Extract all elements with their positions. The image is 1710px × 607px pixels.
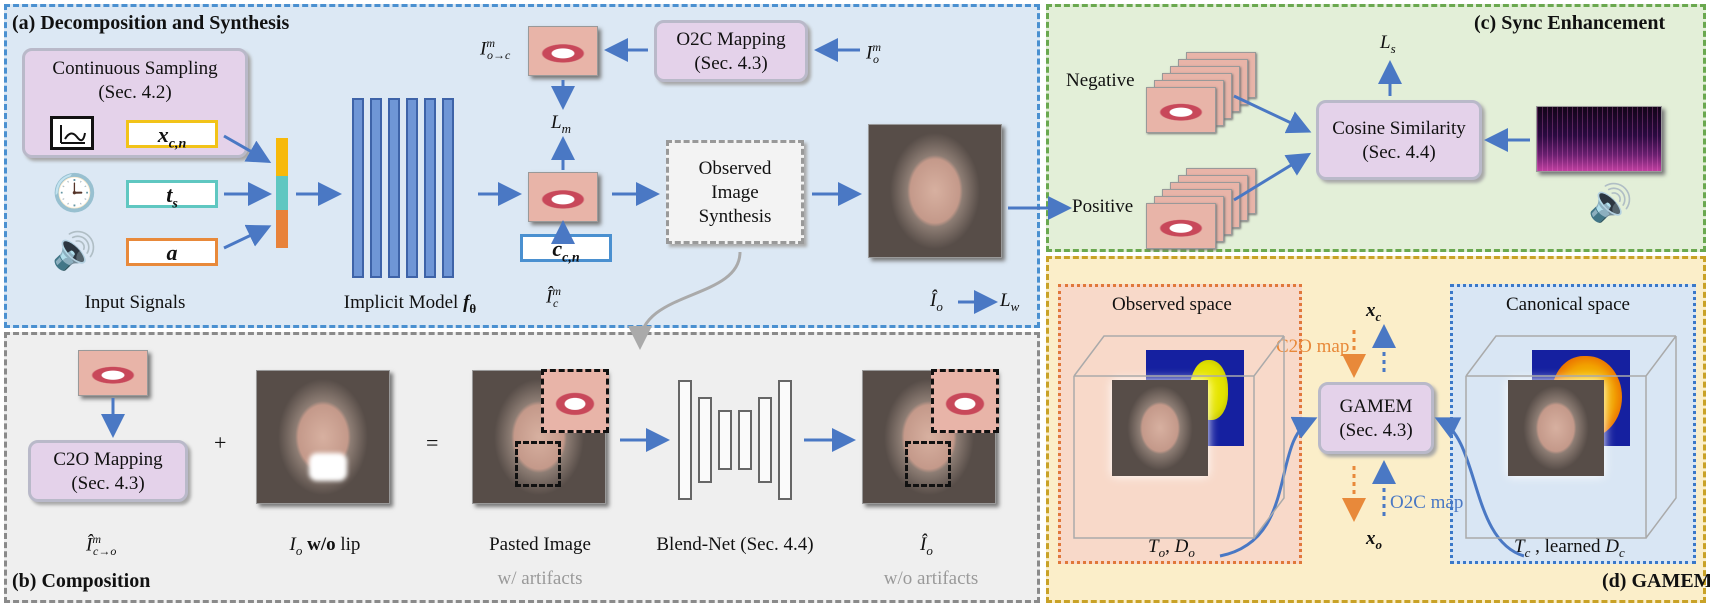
Io-hat-label: Îo — [930, 290, 943, 314]
pasted-face-image — [472, 369, 609, 504]
speaker-c-icon: 🔊 — [1588, 183, 1633, 224]
implicit-model-label: Implicit Model fθ — [343, 292, 477, 316]
Tc-Dc-label: Tc , learned Dc — [1514, 536, 1625, 560]
mlp-layer — [442, 98, 454, 278]
mlp-layer — [424, 98, 436, 278]
equals-sign: = — [426, 430, 439, 455]
pasted-image-label: Pasted Image — [489, 534, 591, 555]
mlp-layer — [352, 98, 364, 278]
lip-target-image — [528, 26, 598, 76]
x-cn-label: xc,n — [157, 122, 187, 152]
To-Do-label: To, Do — [1148, 536, 1195, 560]
mlp-layer — [406, 98, 418, 278]
c-cn-label: cc,n — [552, 236, 580, 266]
x-cn-signal: xc,n — [126, 120, 218, 152]
face-without-lip-image — [256, 370, 390, 504]
t-s-label: ts — [166, 182, 178, 212]
Ic-hat-label: Îmc — [546, 284, 561, 311]
wo-artifacts-label: w/o artifacts — [883, 568, 979, 589]
panel-b-title: (b) Composition — [12, 570, 151, 592]
c2o-mapping-label: C2O Mapping — [53, 449, 163, 470]
Ic2o-hat-label: Îmc→o — [86, 532, 117, 559]
blend-net-layer — [738, 410, 752, 470]
continuous-sampling-label: Continuous Sampling — [52, 58, 218, 79]
w-artifacts-label: w/ artifacts — [497, 568, 583, 589]
blend-net-layer — [698, 397, 712, 483]
cosine-similarity-section: (Sec. 4.4) — [1362, 142, 1436, 163]
panel-c-title: (c) Sync Enhancement — [1474, 12, 1666, 34]
c2o-map-label: C2O map — [1276, 336, 1350, 357]
c2o-lip-image — [78, 350, 148, 396]
t-s-signal: ts — [126, 180, 218, 212]
observed-space-label: Observed space — [1112, 294, 1232, 315]
synthesized-face-image — [868, 124, 1002, 258]
observed-image-synthesis-box: Observed Image Synthesis — [666, 140, 804, 244]
mlp-layer — [388, 98, 400, 278]
arrow-synthesis-to-pasted — [628, 251, 742, 350]
L-s-label: Ls — [1380, 32, 1396, 56]
spectrogram-icon — [1536, 106, 1662, 172]
positive-label: Positive — [1072, 196, 1134, 217]
clock-icon: 🕒 — [52, 173, 97, 214]
x-o-label: xo — [1366, 528, 1382, 552]
c2o-mapping-box: C2O Mapping (Sec. 4.3) — [28, 440, 188, 502]
lip-frame — [1146, 87, 1216, 133]
blend-net-layer — [718, 410, 732, 470]
I-o-m-label: Imo — [866, 40, 881, 67]
L-m-label: Lm — [551, 112, 571, 136]
L-w-label: Lw — [1000, 290, 1020, 314]
observed-space-cube — [1073, 335, 1285, 539]
x-c-label: xc — [1366, 300, 1382, 324]
gamem-label: GAMEM — [1339, 396, 1413, 417]
canonical-space-cube — [1465, 335, 1677, 539]
cosine-similarity-box: Cosine Similarity (Sec. 4.4) — [1316, 100, 1482, 180]
arrow-xcn-to-vector — [223, 134, 272, 163]
o2c-mapping-label: O2C Mapping — [676, 29, 786, 50]
I-o2c-label: Imo→c — [480, 36, 511, 63]
gamem-box: GAMEM (Sec. 4.3) — [1318, 382, 1434, 454]
Io-hat-b-label: Îo — [920, 534, 933, 558]
o2c-map-label: O2C map — [1390, 492, 1464, 513]
input-signals-label: Input Signals — [84, 292, 186, 313]
cosine-similarity-label: Cosine Similarity — [1332, 118, 1466, 139]
mlp-layer — [370, 98, 382, 278]
arrow-a-to-vector — [223, 224, 272, 250]
c2o-mapping-section: (Sec. 4.3) — [71, 473, 145, 494]
o2c-mapping-box: O2C Mapping (Sec. 4.3) — [654, 20, 808, 82]
blend-net-label: Blend-Net (Sec. 4.4) — [656, 534, 814, 555]
o2c-mapping-section: (Sec. 4.3) — [694, 53, 768, 74]
Io-wo-lip-label: Io w/o lip — [289, 534, 361, 558]
blend-net-layer — [678, 380, 692, 500]
speaker-icon: 🔊 — [52, 231, 97, 272]
plus-sign: + — [214, 430, 227, 455]
concat-vector — [276, 138, 288, 248]
arrow-positive-to-cosine — [1233, 152, 1312, 202]
observed-synthesis-line1: Observed — [698, 158, 772, 179]
blend-net-layer — [758, 397, 772, 483]
continuous-sampling-section: (Sec. 4.2) — [98, 82, 172, 103]
blend-net-layer — [778, 380, 792, 500]
panel-d-title: (d) GAMEM — [1602, 570, 1710, 592]
observed-synthesis-line2: Image — [711, 182, 759, 203]
a-signal: a — [126, 238, 218, 266]
arrow-canonical-to-gamem — [1434, 417, 1525, 558]
observed-synthesis-line3: Synthesis — [698, 206, 772, 227]
canonical-space-label: Canonical space — [1506, 294, 1630, 315]
arrow-negative-to-cosine — [1233, 94, 1312, 134]
canonical-face-image — [1508, 380, 1604, 476]
negative-label: Negative — [1066, 70, 1135, 91]
arrow-observed-to-gamem — [1219, 416, 1318, 558]
panel-a-title: (a) Decomposition and Synthesis — [12, 12, 290, 34]
plot-icon — [50, 116, 94, 150]
gamem-section: (Sec. 4.3) — [1339, 420, 1413, 441]
composited-face-image — [862, 369, 999, 504]
lip-frame — [1146, 203, 1216, 249]
observed-face-image — [1112, 380, 1208, 476]
